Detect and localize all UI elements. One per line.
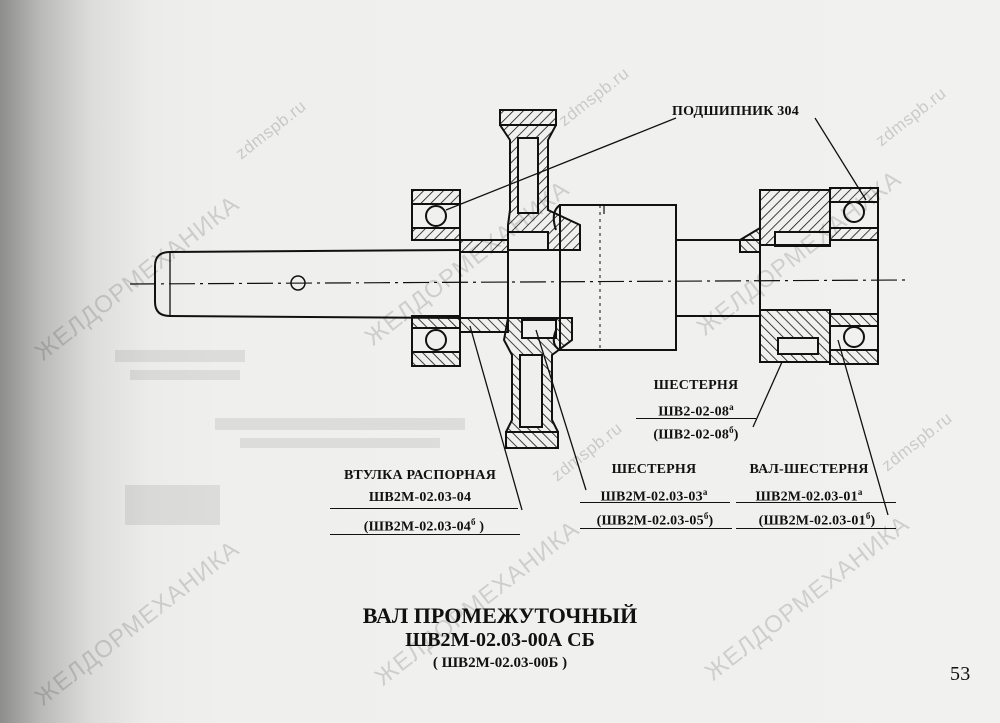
label-spacer-code-a: ШВ2М-02.03-04 xyxy=(368,490,472,505)
label-shaft-gear-code-a: ШВ2М-02.03-01а xyxy=(755,487,863,505)
left-bearing xyxy=(411,189,461,367)
label-pinion-code-b: (ШВ2-02-08б) xyxy=(653,425,739,443)
underline xyxy=(636,418,756,419)
leader-lines xyxy=(445,117,889,516)
label-spacer-name: ВТУЛКА РАСПОРНАЯ xyxy=(343,468,497,483)
label-pinion-name: ШЕСТЕРНЯ xyxy=(653,378,739,393)
label-shaft-gear-code-b: (ШВ2М-02.03-01б) xyxy=(758,511,876,529)
label-bearing: ПОДШИПНИК 304 xyxy=(672,104,799,119)
right-bearing xyxy=(829,187,879,365)
label-gear-code-a: ШВ2М-02.03-03а xyxy=(600,487,708,505)
centerline xyxy=(129,279,906,285)
shaft-body xyxy=(552,204,760,351)
label-spacer-code-b: (ШВ2М-02.03-04б ) xyxy=(363,517,485,535)
drawing-title: ВАЛ ПРОМЕЖУТОЧНЫЙ xyxy=(362,603,638,628)
underline xyxy=(580,502,730,503)
underline xyxy=(736,528,896,529)
label-shaft-gear-name: ВАЛ-ШЕСТЕРНЯ xyxy=(749,462,869,477)
ghost-text xyxy=(115,350,465,525)
drawing-code-alt: ( ШВ2М-02.03-00Б ) xyxy=(432,655,568,671)
large-gear xyxy=(499,109,581,449)
page-number: 53 xyxy=(950,663,971,685)
spacer-bushing xyxy=(459,239,509,333)
underline xyxy=(580,528,732,529)
label-pinion-code-a: ШВ2-02-08а xyxy=(658,402,734,420)
drawing-code: ШВ2М-02.03-00А СБ xyxy=(405,629,595,651)
underline xyxy=(736,502,896,503)
underline xyxy=(330,534,520,535)
label-gear-code-b: (ШВ2М-02.03-05б) xyxy=(596,511,714,529)
underline xyxy=(330,508,518,509)
right-gear-assembly xyxy=(739,189,831,363)
label-gear-name: ШЕСТЕРНЯ xyxy=(611,462,697,477)
